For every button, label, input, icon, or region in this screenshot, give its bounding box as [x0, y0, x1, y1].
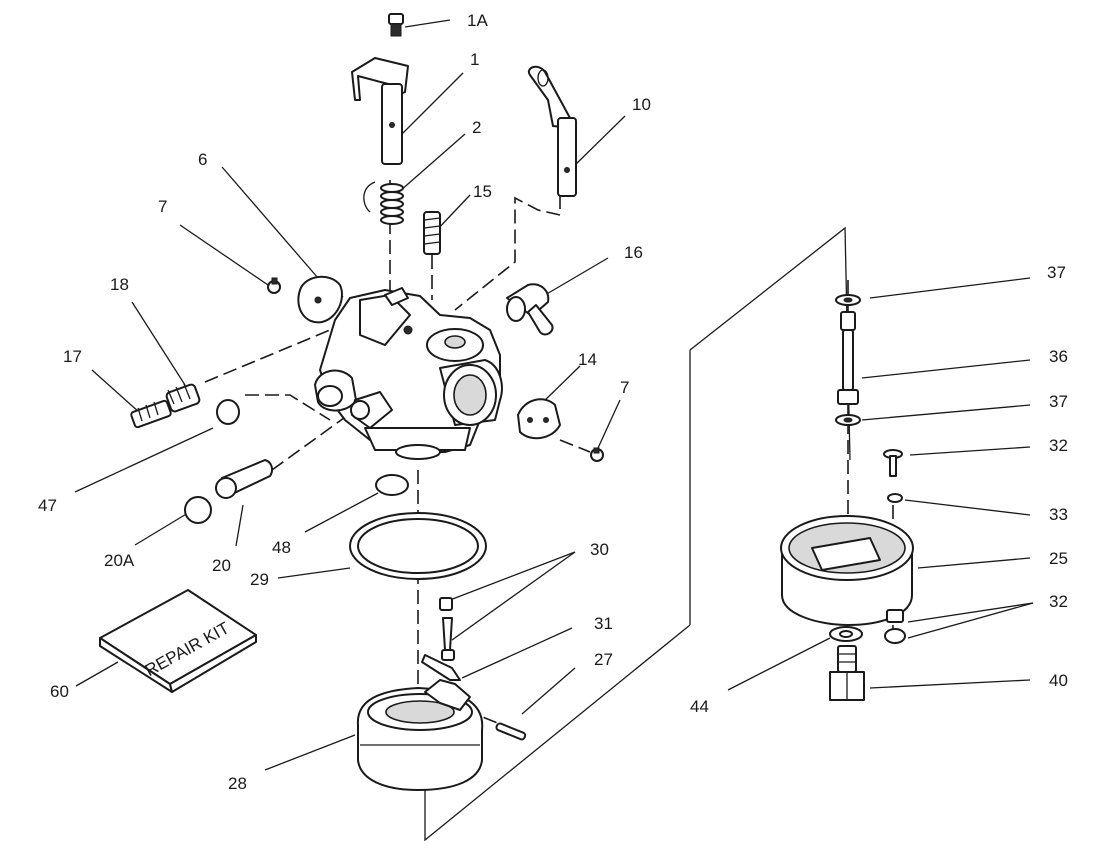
part-31-clip: [421, 654, 461, 681]
part-1a-screw: [388, 13, 404, 37]
part-7-screw: [267, 277, 281, 294]
part-32-bolt: [883, 449, 903, 477]
leader-lines: [74, 19, 1034, 771]
part-20a-bushing: [184, 496, 212, 524]
part-60-repair-kit: REPAIR KIT: [99, 589, 257, 693]
callout-36: 36: [1049, 347, 1068, 366]
callout-2: 2: [472, 118, 481, 137]
part-20-nozzle: [215, 459, 274, 499]
part-33-washer: [887, 493, 903, 503]
callout-20: 20: [212, 556, 231, 575]
carburetor-body: [314, 287, 503, 460]
part-37-washer-top: [835, 294, 861, 306]
part-30-needle: [439, 597, 455, 661]
part-10-throttle-shaft: [527, 65, 577, 197]
section-divider: [424, 624, 691, 842]
part-16-fuel-inlet: [506, 283, 554, 336]
callout-10: 10: [632, 95, 651, 114]
callout-15: 15: [473, 182, 492, 201]
part-18-spring: [165, 383, 201, 413]
callout-14: 14: [578, 350, 597, 369]
callout-32-top: 32: [1049, 436, 1068, 455]
part-25-float-bowl: [780, 515, 914, 626]
part-17-screw: [130, 399, 172, 429]
callout-40: 40: [1049, 671, 1068, 690]
callout-60: 60: [50, 682, 69, 701]
callout-30: 30: [590, 540, 609, 559]
part-40-bowl-nut: [829, 645, 865, 701]
callout-7-top: 7: [158, 197, 167, 216]
callout-18: 18: [110, 275, 129, 294]
callout-1: 1: [470, 50, 479, 69]
part-15-spring: [423, 211, 441, 255]
callout-32-bottom: 32: [1049, 592, 1068, 611]
callout-44: 44: [690, 697, 709, 716]
part-37-washer-bottom: [835, 414, 861, 426]
callout-28: 28: [228, 774, 247, 793]
part-2-spring: [363, 181, 404, 225]
part-1-choke-shaft: [351, 57, 409, 165]
callout-29: 29: [250, 570, 269, 589]
part-32-nuts: [884, 609, 906, 644]
callout-31: 31: [594, 614, 613, 633]
callout-17: 17: [63, 347, 82, 366]
callout-16: 16: [624, 243, 643, 262]
callout-37-bottom: 37: [1049, 392, 1068, 411]
callout-48: 48: [272, 538, 291, 557]
callout-37-top: 37: [1047, 263, 1066, 282]
part-36-main-jet: [837, 311, 859, 405]
part-6-choke-plate: [297, 275, 343, 324]
callout-6: 6: [198, 150, 207, 169]
callout-27: 27: [594, 650, 613, 669]
part-28-float: [356, 679, 484, 791]
callout-20a: 20A: [104, 551, 135, 570]
callout-7-right: 7: [620, 378, 629, 397]
part-48-seal: [375, 474, 409, 496]
part-47-plug: [216, 399, 240, 425]
part-27-pin: [495, 722, 527, 741]
section-divider: [689, 226, 851, 461]
part-29-gasket: [349, 512, 487, 580]
callout-25: 25: [1049, 549, 1068, 568]
part-14-plate: [517, 398, 561, 440]
callout-47: 47: [38, 496, 57, 515]
part-7-screw-b: [590, 447, 604, 462]
callout-33: 33: [1049, 505, 1068, 524]
part-44-washer: [829, 626, 863, 642]
callout-1a: 1A: [467, 11, 488, 30]
callout-labels: 1A 1 2 10 6 15 7 16 18 17 14 7 47 48 20A…: [38, 11, 1068, 793]
